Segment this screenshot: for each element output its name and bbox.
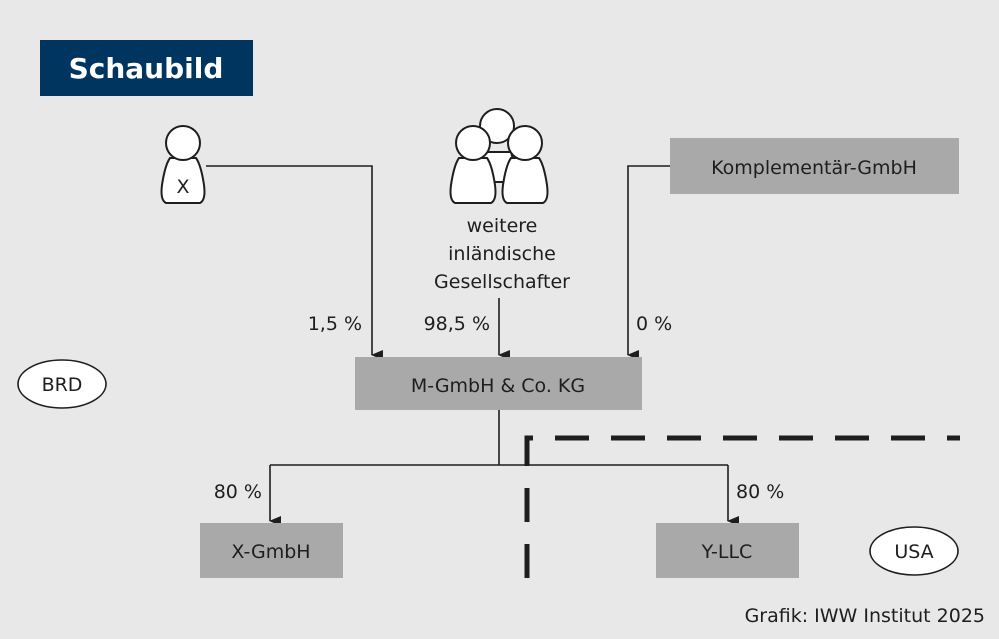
credit: Grafik: IWW Institut 2025 <box>745 605 985 627</box>
usa-label: USA <box>894 541 933 563</box>
brd-region-badge <box>17 359 107 409</box>
share-kompl: 0 % <box>636 313 672 335</box>
group-label-line3: Gesellschafter <box>434 271 570 293</box>
m-kg-box <box>355 357 642 410</box>
person-x-label: X <box>176 176 189 198</box>
x-gmbh-label: X-GmbH <box>231 541 310 563</box>
arrow-x-to-kg <box>206 165 383 360</box>
y-llc-label: Y-LLC <box>701 541 753 563</box>
header-title: Schaubild <box>69 52 224 85</box>
m-kg-label: M-GmbH & Co. KG <box>411 375 585 397</box>
share-x-gmbh: 80 % <box>214 481 262 503</box>
y-llc-box <box>656 523 799 578</box>
person-x-icon: X <box>160 125 206 204</box>
shareholders-group-icon <box>449 108 549 204</box>
border-line <box>524 435 960 578</box>
brd-label: BRD <box>42 374 83 396</box>
usa-region-badge <box>869 526 959 576</box>
komplementaer-label: Komplementär-GmbH <box>711 157 917 179</box>
share-y-llc: 80 % <box>736 481 784 503</box>
connector-kg-subs <box>270 410 728 466</box>
header-banner: Schaubild <box>40 40 253 96</box>
komplementaer-box <box>670 138 959 194</box>
share-group: 98,5 % <box>424 313 490 335</box>
x-gmbh-box <box>200 523 343 578</box>
group-label-line2: inländische <box>448 243 556 265</box>
arrow-kompl-to-kg <box>627 165 670 360</box>
share-x: 1,5 % <box>308 313 362 335</box>
group-label-line1: weitere <box>467 215 538 237</box>
